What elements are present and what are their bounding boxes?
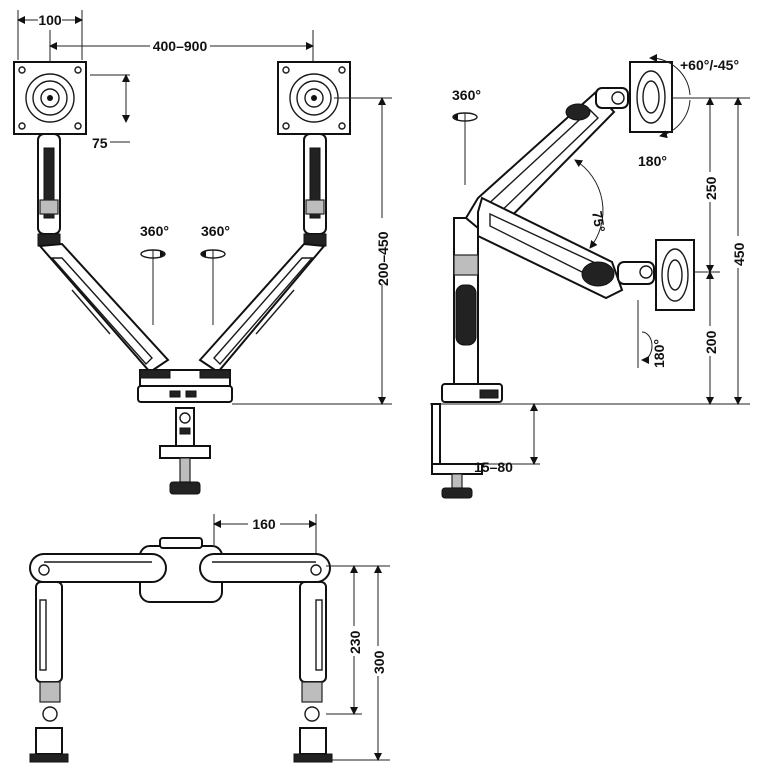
vesa-plate-icon [13, 61, 87, 135]
tilt-label: +60°/-45° [680, 57, 739, 73]
arm-angle-label: 75° [589, 210, 608, 234]
rotate-right-label: 360° [201, 223, 230, 239]
vesa-width-label: 100 [38, 12, 62, 28]
rotation-bottom-label: 180° [651, 339, 667, 368]
arm-depth-inner-label: 230 [347, 630, 363, 654]
clamp-icon [159, 407, 211, 495]
top-view: 160 230 300 [29, 514, 390, 763]
arm-depth-outer-label: 300 [371, 650, 387, 674]
lower-segment-label: 200 [703, 330, 719, 354]
base-rotation-label: 360° [452, 87, 481, 103]
arm-span-label: 400–900 [153, 38, 208, 54]
rotate-left-label: 360° [140, 223, 169, 239]
height-range-label: 200–450 [375, 231, 391, 286]
rotation-arrow-icon [641, 331, 653, 364]
side-view: 360° +60°/-45° 180° [430, 53, 750, 499]
upper-segment-label: 250 [703, 176, 719, 200]
total-height-label: 450 [731, 242, 747, 266]
rotation-top-label: 180° [638, 153, 667, 169]
vesa-height-label: 75 [92, 135, 108, 151]
center-offset-label: 160 [252, 516, 276, 532]
front-view: 100 400–900 75 [13, 10, 392, 495]
desk-thickness-label: 15–80 [474, 459, 513, 475]
